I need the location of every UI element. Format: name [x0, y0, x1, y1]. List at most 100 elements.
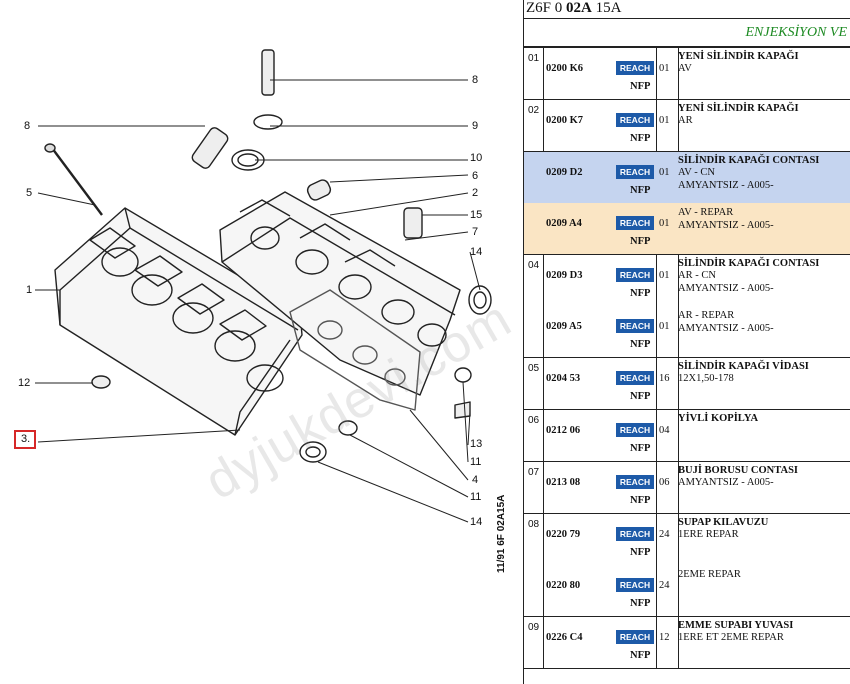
part-title: SİLİNDİR KAPAĞI CONTASI	[678, 258, 820, 269]
part-quantity: 04	[659, 425, 670, 436]
part-number-link[interactable]: 0209 A5	[546, 321, 582, 332]
column-divider	[678, 462, 679, 513]
callout-label[interactable]: 2	[472, 187, 479, 199]
column-divider	[678, 514, 679, 616]
callout-label[interactable]: 7	[472, 226, 479, 238]
callout-label[interactable]: 5	[26, 187, 33, 199]
part-number-link[interactable]: 0220 80	[546, 580, 581, 591]
part-title: EMME SUPABI YUVASI	[678, 620, 794, 631]
reach-badge: REACH	[616, 371, 654, 385]
part-number-link[interactable]: 0204 53	[546, 373, 581, 384]
head-gasket	[289, 289, 421, 411]
part-number-link[interactable]: 0200 K6	[546, 63, 584, 74]
reach-badge: REACH	[616, 475, 654, 489]
callout-label[interactable]: 8	[472, 74, 479, 86]
part-description: 1ERE ET 2EME REPAR	[678, 632, 784, 643]
group-number: 06	[528, 415, 540, 426]
cylinder-head-right	[219, 191, 461, 396]
nfp-label: NFP	[630, 650, 651, 661]
part-title: SUPAP KILAVUZU	[678, 517, 769, 528]
reach-badge: REACH	[616, 165, 654, 179]
part-number-link[interactable]: 0220 79	[546, 529, 581, 540]
category-title: ENJEKSİYON VE	[524, 19, 850, 48]
nfp-label: NFP	[630, 391, 651, 402]
callout-label[interactable]: 14	[470, 246, 483, 258]
parts-list-panel: Z6F 0 02A 15A ENJEKSİYON VE 01 0200 K6 REA…	[523, 0, 850, 684]
callout-label[interactable]: 9	[472, 120, 479, 132]
header-prefix: Z6F 0	[526, 0, 567, 16]
nfp-label: NFP	[630, 81, 651, 92]
column-divider	[543, 514, 544, 616]
callout-label[interactable]: 11	[470, 456, 482, 468]
part-number-link[interactable]: 0213 08	[546, 477, 581, 488]
column-divider	[656, 358, 657, 409]
group-number: 08	[528, 519, 540, 530]
nfp-label: NFP	[630, 236, 651, 247]
part-number-link[interactable]: 0212 06	[546, 425, 581, 436]
part-number-link[interactable]: 0209 D3	[546, 270, 583, 281]
part-description: 12X1,50-178	[678, 373, 734, 384]
part-description: AV - CN	[678, 167, 715, 178]
column-divider	[656, 462, 657, 513]
part-number-link[interactable]: 0209 D2	[546, 167, 583, 178]
callout-label[interactable]: 13	[470, 438, 483, 450]
column-divider	[656, 255, 657, 357]
part-title: YİVLİ KOPİLYA	[678, 413, 759, 424]
callout-label[interactable]: 15	[470, 209, 483, 221]
part-quantity: 01	[659, 167, 670, 178]
nfp-label: NFP	[630, 339, 651, 350]
column-divider	[678, 617, 679, 668]
part-number-link[interactable]: 0209 A4	[546, 218, 582, 229]
column-divider	[656, 514, 657, 616]
column-divider	[543, 48, 544, 99]
callout-label[interactable]: 8	[24, 120, 31, 132]
part-description: AR	[678, 115, 693, 126]
callout-label[interactable]: 1	[26, 284, 33, 296]
part-number-link[interactable]: 0226 C4	[546, 632, 583, 643]
group-number: 01	[528, 53, 540, 64]
part-quantity: 01	[659, 218, 670, 229]
column-divider	[543, 358, 544, 409]
group-number: 09	[528, 622, 540, 633]
callout-label[interactable]: 11	[470, 491, 482, 503]
header-bold: 02A	[566, 0, 592, 16]
callout-label[interactable]: 10	[470, 152, 483, 164]
column-divider	[543, 410, 544, 461]
nfp-label: NFP	[630, 185, 651, 196]
column-divider	[543, 100, 544, 151]
reach-badge: REACH	[616, 216, 654, 230]
callout-label[interactable]: 4	[472, 474, 479, 486]
diagram-code-header: Z6F 0 02A 15A	[524, 0, 850, 19]
part-number-link[interactable]: 0200 K7	[546, 115, 584, 126]
callout-label[interactable]: 6	[472, 170, 479, 182]
nfp-label: NFP	[630, 547, 651, 558]
part-description: AV - REPAR	[678, 207, 734, 218]
part-quantity: 01	[659, 270, 670, 281]
callout-label[interactable]: 12	[18, 377, 31, 389]
part-quantity: 24	[659, 580, 670, 591]
part-description: AR - REPAR	[678, 310, 735, 321]
callout-label[interactable]: 14	[470, 516, 483, 528]
part-quantity: 01	[659, 115, 670, 126]
nfp-label: NFP	[630, 495, 651, 506]
callout-label-selected[interactable]: 3.	[14, 430, 37, 449]
reach-badge: REACH	[616, 113, 654, 127]
